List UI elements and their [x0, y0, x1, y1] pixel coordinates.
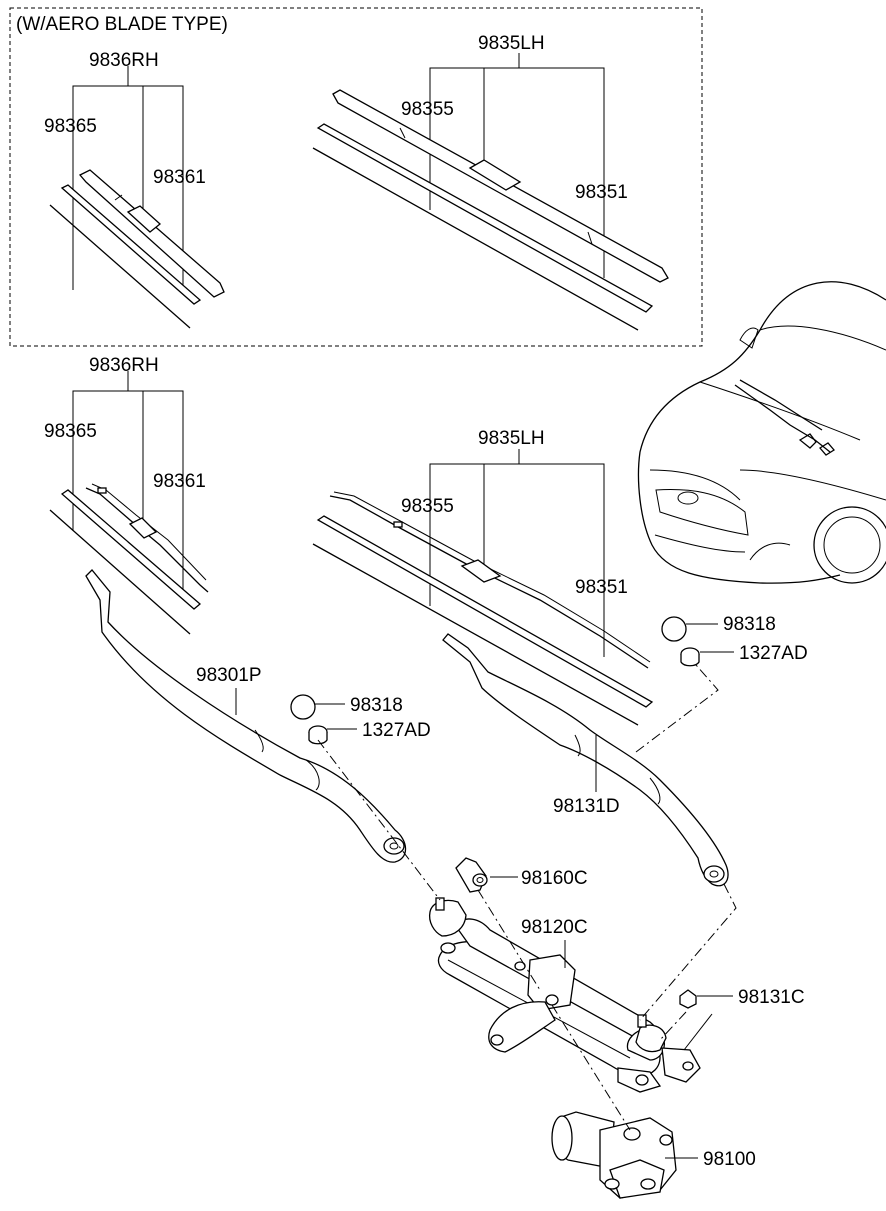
label-rh-1327ad: 1327AD [362, 720, 431, 741]
inset-lh-leader-lines [429, 53, 605, 278]
bracket-98160c [455, 857, 488, 893]
label-9836rh: 9836RH [89, 355, 159, 376]
aero-blade-inset-frame [9, 7, 703, 347]
label-rh-98318: 98318 [350, 695, 403, 716]
assembly-dash-lines [317, 664, 737, 1131]
wiper-motor [551, 1111, 677, 1199]
label-98351: 98351 [575, 577, 628, 598]
rh-wiper-arm [85, 569, 407, 863]
inset-rh-leader-lines [72, 66, 184, 292]
label-98120c: 98120C [521, 917, 588, 938]
label-98355: 98355 [401, 496, 454, 517]
inset-label-9835lh: 9835LH [478, 33, 545, 54]
lh-wiper-arm [442, 633, 729, 887]
inset-label-98365: 98365 [44, 116, 97, 137]
rh-leader-lines [72, 371, 184, 596]
label-98160c: 98160C [521, 868, 588, 889]
label-98100: 98100 [703, 1149, 756, 1170]
label-98131d: 98131D [553, 796, 620, 817]
lh-nut-1327ad [680, 647, 700, 667]
inset-label-98361: 98361 [153, 167, 206, 188]
inset-lh-blade [312, 89, 669, 331]
rh-cap-98318 [290, 694, 316, 720]
label-lh-98318: 98318 [723, 614, 776, 635]
rh-wiper-blade [49, 483, 209, 635]
inset-label-98355: 98355 [401, 99, 454, 120]
nut-98131c [679, 989, 697, 1009]
label-9835lh: 9835LH [478, 428, 545, 449]
inset-rh-blade [49, 169, 225, 329]
vehicle-illustration [637, 281, 886, 584]
leader-98131c-pointers [683, 1013, 713, 1051]
inset-label-9836rh: 9836RH [89, 50, 159, 71]
label-lh-1327ad: 1327AD [739, 643, 808, 664]
label-98361: 98361 [153, 471, 206, 492]
label-98301p: 98301P [196, 665, 262, 686]
label-98365: 98365 [44, 421, 97, 442]
lh-leader-lines [429, 449, 605, 657]
rh-nut-1327ad [308, 725, 328, 745]
lh-cap-98318 [661, 616, 687, 642]
wiper-linkage [428, 897, 701, 1093]
lh-wiper-blade [312, 491, 654, 726]
inset-label-98351: 98351 [575, 182, 628, 203]
inset-title: (W/AERO BLADE TYPE) [16, 14, 228, 35]
label-98131c: 98131C [738, 987, 805, 1008]
